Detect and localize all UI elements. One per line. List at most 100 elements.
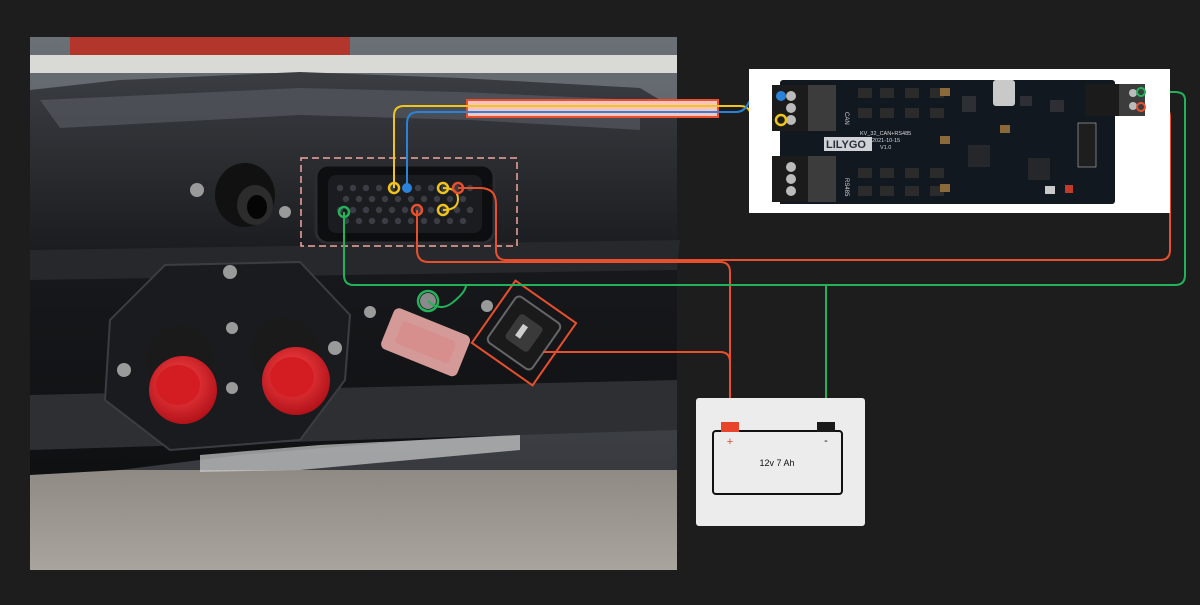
screw-terminal-icon bbox=[772, 156, 836, 202]
board-can-low-terminal bbox=[776, 91, 786, 101]
pcb-component bbox=[905, 168, 919, 178]
pin-ground-stud bbox=[416, 289, 440, 313]
connector-pin bbox=[414, 184, 422, 192]
bolt bbox=[364, 306, 376, 318]
connector-pin bbox=[401, 206, 409, 214]
bolt bbox=[328, 341, 342, 355]
connector-pin bbox=[355, 195, 363, 203]
connector-pin bbox=[394, 195, 402, 203]
pcb-component bbox=[1000, 125, 1010, 133]
pcb-component bbox=[858, 108, 872, 118]
wire-jumper bbox=[442, 187, 460, 211]
pin-12v-ignition bbox=[451, 181, 465, 195]
bolt bbox=[226, 322, 238, 334]
pcb-component bbox=[930, 186, 944, 196]
pin-12v-supply bbox=[410, 203, 424, 217]
bolt bbox=[279, 206, 291, 218]
connector-pin bbox=[433, 195, 441, 203]
connector-pin bbox=[368, 217, 376, 225]
connector-pin bbox=[427, 206, 435, 214]
pcb-component bbox=[1045, 186, 1055, 194]
pin-jumper-b bbox=[436, 203, 450, 217]
connector-pin bbox=[453, 184, 461, 192]
battery-positive-symbol: + bbox=[727, 436, 733, 448]
connector-highlight-box bbox=[300, 157, 518, 247]
battery-negative-terminal bbox=[817, 422, 835, 432]
connector-pin bbox=[420, 195, 428, 203]
brand-label-bg bbox=[824, 137, 872, 151]
pcb-component bbox=[858, 88, 872, 98]
connector-pin bbox=[388, 206, 396, 214]
connector-pin bbox=[336, 184, 344, 192]
battery-pack-photo bbox=[30, 37, 680, 570]
pcb-component bbox=[858, 168, 872, 178]
connector-pin bbox=[420, 217, 428, 225]
connector-pin bbox=[394, 217, 402, 225]
obd-connector-icon bbox=[381, 308, 471, 377]
wire-12v-supply bbox=[416, 210, 731, 425]
connector-pin bbox=[362, 184, 370, 192]
pcb-component bbox=[968, 145, 990, 167]
pcb-component bbox=[1028, 158, 1050, 180]
pcb-component bbox=[1065, 185, 1073, 193]
wire-12v-lv bbox=[543, 351, 731, 363]
pcb-component bbox=[905, 108, 919, 118]
pcb-component bbox=[940, 136, 950, 144]
header-pins bbox=[1077, 122, 1097, 168]
board-components bbox=[858, 88, 1073, 196]
connector-pin bbox=[375, 184, 383, 192]
pin-can-high bbox=[387, 181, 401, 195]
pcb-component bbox=[930, 88, 944, 98]
brand-label: LILYGO bbox=[826, 139, 866, 151]
bolt bbox=[190, 183, 204, 197]
usb-c-port-icon bbox=[993, 80, 1015, 106]
connector-pin bbox=[355, 217, 363, 225]
connector-pin bbox=[427, 184, 435, 192]
connector-pin bbox=[362, 206, 370, 214]
bolt bbox=[223, 265, 237, 279]
connector-pin bbox=[459, 217, 467, 225]
connector-pin bbox=[381, 217, 389, 225]
pin-ground bbox=[337, 205, 351, 219]
pcb-component bbox=[880, 168, 894, 178]
port-label-rs485: RS485 bbox=[843, 178, 849, 197]
connector-pin bbox=[349, 206, 357, 214]
bolt bbox=[481, 300, 493, 312]
board-power-terminal bbox=[1136, 102, 1146, 112]
screw-terminal-icon bbox=[1085, 84, 1145, 116]
red-background-object bbox=[70, 37, 350, 59]
lv-connector-highlight bbox=[470, 279, 578, 387]
battery-icon bbox=[712, 422, 843, 495]
hv-cap-left bbox=[146, 326, 217, 424]
connector-pin bbox=[453, 206, 461, 214]
connector-pin bbox=[375, 206, 383, 214]
connector-pin bbox=[342, 195, 350, 203]
white-rail bbox=[30, 55, 677, 73]
coolant-port bbox=[215, 163, 275, 227]
connector-pin bbox=[433, 217, 441, 225]
connector-pin bbox=[349, 184, 357, 192]
battery-label: 12v 7 Ah bbox=[759, 458, 794, 468]
connector-pin bbox=[466, 206, 474, 214]
wire-ground bbox=[343, 91, 1186, 286]
signal-bar bbox=[466, 99, 719, 118]
pcb-component bbox=[1050, 100, 1064, 112]
board-model-text: KV_32_CAN+RS485 bbox=[860, 131, 911, 137]
battery-positive-terminal bbox=[721, 422, 739, 432]
pin-jumper-a bbox=[436, 181, 450, 195]
wire-ground-stud bbox=[427, 284, 467, 308]
pcb-component bbox=[880, 108, 894, 118]
connector-pin bbox=[407, 217, 415, 225]
pcb-component bbox=[940, 184, 950, 192]
pcb-component bbox=[930, 108, 944, 118]
ground bbox=[30, 470, 677, 570]
connector-pin bbox=[459, 195, 467, 203]
battery-negative-symbol: - bbox=[824, 435, 828, 447]
pcb-component bbox=[905, 88, 919, 98]
bolt bbox=[117, 363, 131, 377]
pcb-component bbox=[930, 168, 944, 178]
board-ground-terminal bbox=[1136, 87, 1146, 97]
pcb-component bbox=[962, 96, 976, 112]
connector-pin bbox=[446, 195, 454, 203]
